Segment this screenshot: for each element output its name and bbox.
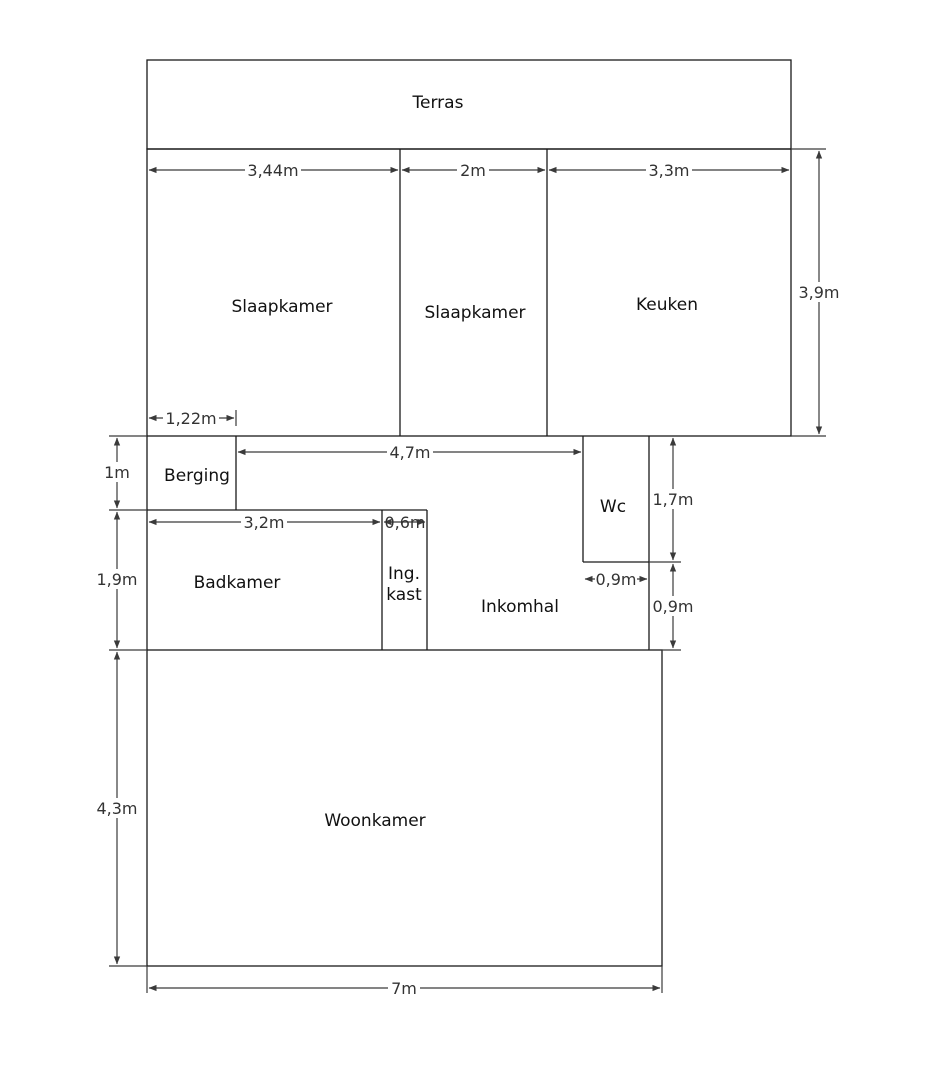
dim-label-hall-offset: 0,9m [652,597,693,616]
dim-label-berging-width: 1,22m [165,409,216,428]
dim-label-kast-width: 0,6m [384,513,425,532]
dimension-labels: 3,44m 2m 3,3m 3,9m 1,22m 4,7m 1m 1,7m 3,… [94,160,842,998]
dim-label-hall-width: 4,7m [389,443,430,462]
dim-label-total-width: 7m [391,979,417,998]
dim-label-keuken-width: 3,3m [648,161,689,180]
room-label-terras: Terras [412,93,464,113]
room-label-ing-kast-line1: Ing. [388,564,420,584]
dim-label-bg [796,282,842,302]
top-block-outline [146,148,792,437]
dim-label-badkamer-width: 3,2m [243,513,284,532]
dim-label-bg [387,442,433,462]
terras-outline [146,59,792,150]
walls [146,59,792,967]
room-label-badkamer: Badkamer [194,573,281,593]
room-label-wc: Wc [600,497,626,517]
room-label-inkomhal: Inkomhal [481,597,559,617]
dim-label-wc-depth: 1,7m [652,490,693,509]
dim-label-bg [163,408,219,428]
room-label-berging: Berging [164,466,230,486]
dim-label-bg [94,569,140,589]
dim-label-bg [245,160,301,180]
dim-label-bg [388,978,420,998]
dim-label-slaapkamer-1-width: 3,44m [247,161,298,180]
room-label-slaapkamer-1: Slaapkamer [231,297,332,317]
room-label-slaapkamer-2: Slaapkamer [424,303,525,323]
room-labels: Terras Slaapkamer Slaapkamer Keuken Berg… [164,93,698,831]
dim-label-bg [100,462,134,482]
dim-label-bg [457,160,489,180]
dim-label-badkamer-depth: 1,9m [96,570,137,589]
room-label-woonkamer: Woonkamer [324,811,425,831]
dim-label-bg [650,489,696,509]
dim-label-bg [94,798,140,818]
woonkamer-outline [146,649,663,967]
dim-label-bg [646,160,692,180]
dim-label-wc-width: 0,9m [595,570,636,589]
dim-label-bg [595,569,637,589]
dimension-lines [113,150,823,992]
dim-label-bg [650,596,696,616]
room-label-ing-kast-line2: kast [386,585,422,605]
dim-label-woonkamer-depth: 4,3m [96,799,137,818]
dim-label-slaapkamer-2-width: 2m [460,161,486,180]
dim-label-top-depth: 3,9m [798,283,839,302]
extension-lines [109,148,826,993]
dim-label-bg [241,512,287,532]
room-label-keuken: Keuken [636,295,698,315]
dim-label-berging-depth: 1m [104,463,130,482]
